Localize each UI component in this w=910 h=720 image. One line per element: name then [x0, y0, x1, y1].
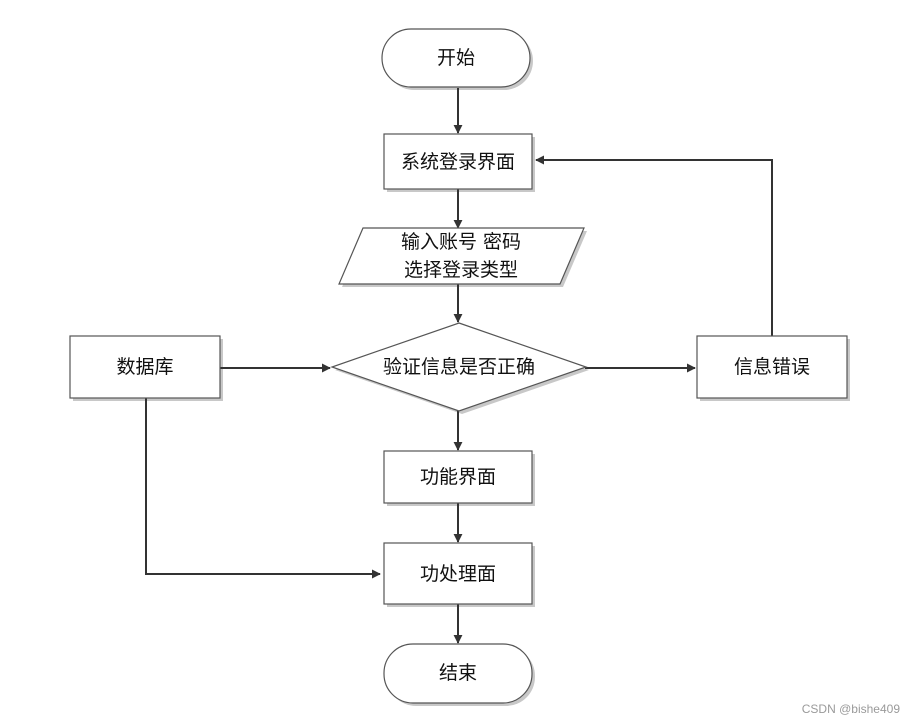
login-node — [383, 133, 533, 190]
start-node — [381, 28, 531, 88]
error-label: 信息错误 — [734, 356, 810, 378]
process-label: 功处理面 — [420, 563, 496, 585]
arrow-database-process — [145, 398, 381, 579]
database-label: 数据库 — [116, 356, 173, 378]
process-node — [383, 542, 533, 605]
connectors — [145, 88, 773, 644]
function-label: 功能界面 — [420, 466, 496, 488]
shapes — [69, 28, 848, 704]
arrow-error-login — [535, 155, 773, 336]
database-node — [69, 335, 221, 399]
input-node — [338, 227, 585, 285]
end-node — [383, 643, 533, 704]
input-label-line2: 选择登录类型 — [404, 259, 518, 281]
start-label: 开始 — [437, 47, 475, 69]
verify-node — [330, 322, 588, 412]
error-node — [696, 335, 848, 399]
verify-label: 验证信息是否正确 — [383, 356, 535, 378]
input-label-line1: 输入账号 密码 — [401, 231, 521, 253]
login-label: 系统登录界面 — [401, 151, 515, 173]
watermark: CSDN @bishe409 — [801, 702, 900, 716]
function-node — [383, 450, 533, 504]
end-label: 结束 — [439, 662, 477, 684]
